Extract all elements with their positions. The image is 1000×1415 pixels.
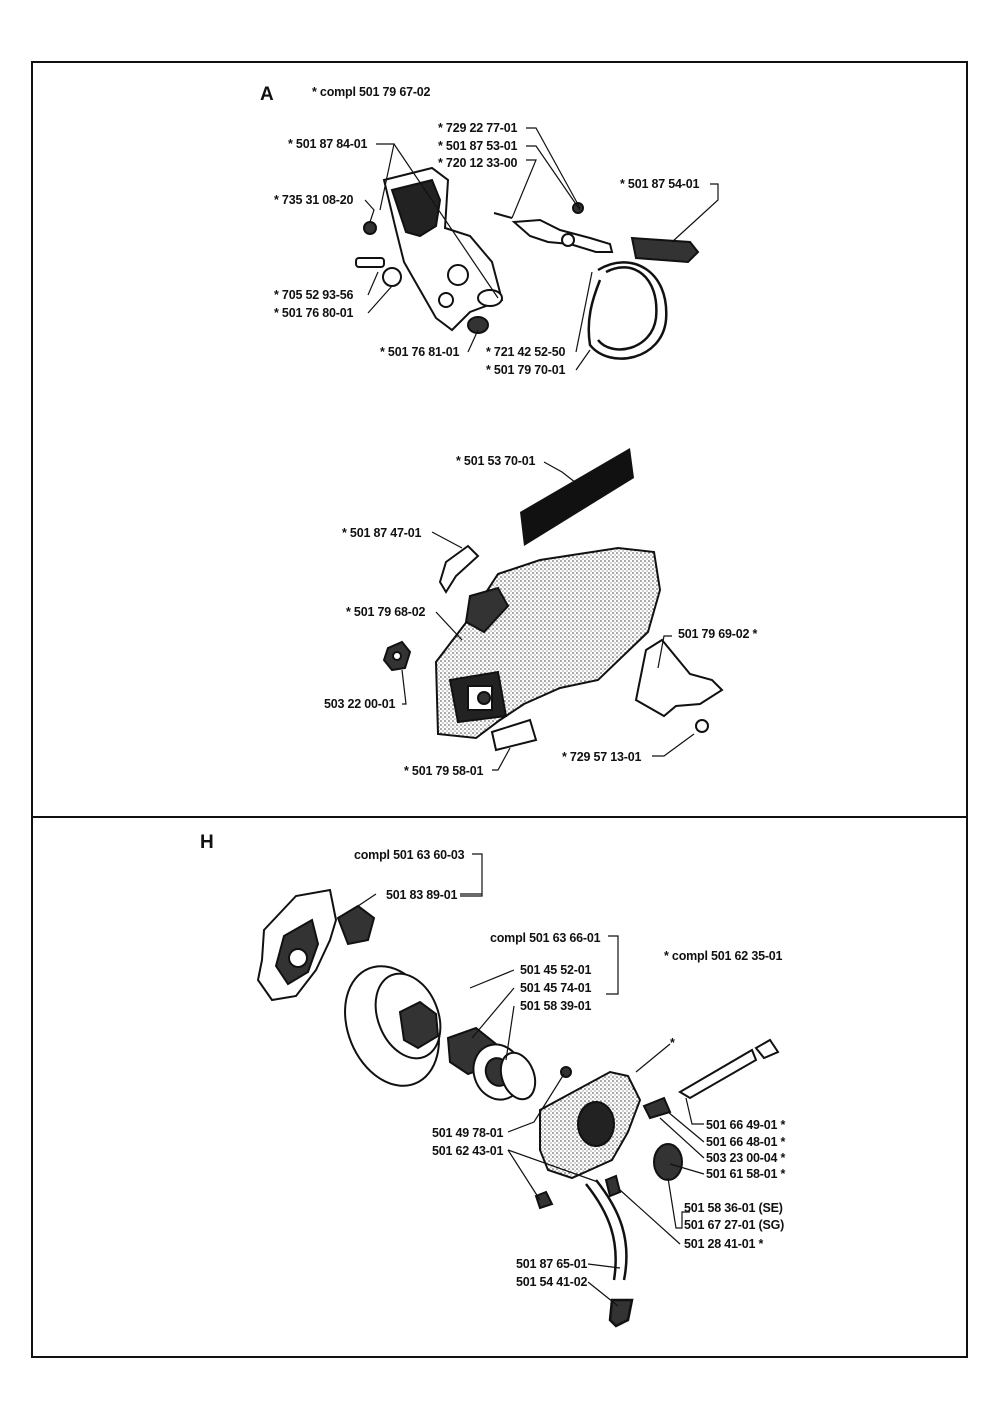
- label-part: 503 22 00-01: [324, 697, 396, 711]
- label-part: * 501 79 68-02: [346, 605, 426, 619]
- label-part: 501 58 36-01 (SE): [684, 1201, 783, 1215]
- oil-hose-and-filter: [585, 1179, 634, 1328]
- label-part: * 705 52 93-56: [274, 288, 354, 302]
- section-letter-a: A: [260, 84, 274, 105]
- label-part: 503 23 00-04 *: [706, 1151, 786, 1165]
- label-part: * 501 79 58-01: [404, 764, 484, 778]
- diagram-frame: [31, 61, 968, 1358]
- label-part: * 729 22 77-01: [438, 121, 518, 135]
- clutch-assembly: [256, 888, 376, 1002]
- label-part: * 501 87 53-01: [438, 139, 518, 153]
- label-part: 501 28 41-01 *: [684, 1237, 764, 1251]
- label-part: * 721 42 52-50: [486, 345, 566, 359]
- label-part: 501 45 74-01: [520, 981, 592, 995]
- leader-lines-h: [357, 853, 705, 1307]
- label-compl-h1: compl 501 63 60-03: [354, 848, 465, 862]
- label-part: 501 83 89-01: [386, 888, 458, 902]
- label-part: 501 66 48-01 *: [706, 1135, 786, 1149]
- clutch-cover-housing: [434, 546, 662, 740]
- label-part: 501 66 49-01 *: [706, 1118, 786, 1132]
- section-letter-h: H: [200, 832, 214, 853]
- leader-lines-a: [364, 127, 719, 771]
- label-part: * 501 87 84-01: [288, 137, 368, 151]
- label-compl-a: * compl 501 79 67-02: [312, 85, 431, 99]
- husqvarna-badge: [520, 448, 634, 546]
- label-part: 501 49 78-01: [432, 1126, 504, 1140]
- label-part: 501 87 65-01: [516, 1257, 588, 1271]
- brake-lever-assembly: [493, 202, 700, 264]
- bearing-and-washer: [446, 1026, 537, 1101]
- brake-band: [587, 261, 668, 360]
- label-compl-h2: compl 501 63 66-01: [490, 931, 601, 945]
- oil-pump-housing: [539, 1066, 642, 1180]
- label-part: 501 61 58-01 *: [706, 1167, 786, 1181]
- section-divider: [31, 816, 968, 818]
- label-compl-h3: * compl 501 62 35-01: [664, 949, 783, 963]
- label-part: * 729 57 13-01: [562, 750, 642, 764]
- label-part: 501 62 43-01: [432, 1144, 504, 1158]
- label-part: 501 58 39-01: [520, 999, 592, 1013]
- label-part: * 720 12 33-00: [438, 156, 518, 170]
- label-part: * 501 79 70-01: [486, 363, 566, 377]
- label-part: 501 67 27-01 (SG): [684, 1218, 785, 1232]
- label-part: * 501 76 80-01: [274, 306, 354, 320]
- label-part: 501 45 52-01: [520, 963, 592, 977]
- label-part: * 735 31 08-20: [274, 193, 354, 207]
- label-part: * 501 53 70-01: [456, 454, 536, 468]
- label-star: *: [670, 1036, 675, 1050]
- label-part: * 501 76 81-01: [380, 345, 460, 359]
- label-part: 501 54 41-02: [516, 1275, 588, 1289]
- label-part: * 501 87 54-01: [620, 177, 700, 191]
- clutch-drum: [344, 965, 442, 1087]
- label-part: 501 79 69-02 *: [678, 627, 758, 641]
- pump-small-parts: [534, 1038, 780, 1210]
- guard-screws: [355, 221, 503, 334]
- cover-small-parts: [382, 544, 724, 752]
- label-part: * 501 87 47-01: [342, 526, 422, 540]
